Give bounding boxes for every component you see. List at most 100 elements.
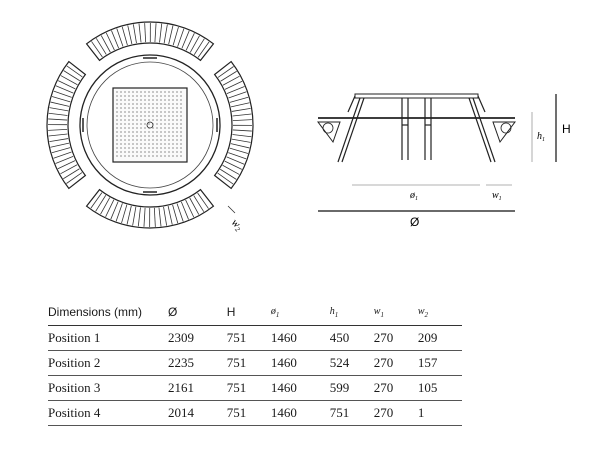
bench-slat bbox=[50, 142, 70, 148]
bench-slat bbox=[48, 112, 68, 116]
perforation-dot bbox=[128, 139, 130, 141]
perforation-dot bbox=[160, 107, 162, 109]
perforation-dot bbox=[128, 95, 130, 97]
table-cell: 105 bbox=[417, 375, 462, 401]
perforation-dot bbox=[180, 151, 182, 153]
perforation-dot bbox=[140, 151, 142, 153]
perforation-dot bbox=[152, 135, 154, 137]
table-cell: 751 bbox=[226, 350, 271, 376]
table-cell: 2309 bbox=[168, 325, 227, 351]
table-cell: 450 bbox=[329, 325, 374, 351]
perforation-dot bbox=[164, 127, 166, 129]
perforation-dot bbox=[148, 131, 150, 133]
perforation-dot bbox=[132, 119, 134, 121]
perforation-dot bbox=[180, 143, 182, 145]
perforation-dot bbox=[144, 135, 146, 137]
perforation-dot bbox=[148, 155, 150, 157]
bench-slat bbox=[154, 23, 157, 43]
perforation-dot bbox=[164, 115, 166, 117]
perforation-dot bbox=[176, 131, 178, 133]
perforation-dot bbox=[164, 99, 166, 101]
perforation-dot bbox=[164, 119, 166, 121]
perforation-dot bbox=[116, 155, 118, 157]
perforation-dot bbox=[132, 155, 134, 157]
perforation-dot bbox=[152, 131, 154, 133]
header-h1: h1 bbox=[329, 303, 374, 326]
bench-slat bbox=[100, 35, 111, 53]
perforation-dot bbox=[128, 135, 130, 137]
bench-slat bbox=[51, 147, 71, 154]
perforation-dot bbox=[172, 155, 174, 157]
perforation-dot bbox=[172, 131, 174, 133]
bench-slat bbox=[226, 86, 245, 95]
bench-slat bbox=[230, 102, 250, 108]
perforation-dot bbox=[148, 115, 150, 117]
bench-slat bbox=[231, 107, 251, 112]
perforation-dot bbox=[152, 99, 154, 101]
perforation-dot bbox=[148, 95, 150, 97]
bench-slat bbox=[121, 26, 128, 46]
perforation-dot bbox=[164, 143, 166, 145]
perforation-dot bbox=[140, 155, 142, 157]
bench-slat bbox=[57, 80, 76, 90]
h1-label: h1 bbox=[537, 131, 545, 143]
perforation-dot bbox=[120, 123, 122, 125]
perforation-dot bbox=[148, 139, 150, 141]
perforation-dot bbox=[120, 103, 122, 105]
perforation-dot bbox=[176, 123, 178, 125]
perforation-dot bbox=[140, 123, 142, 125]
perforation-dot bbox=[160, 115, 162, 117]
perforation-dot bbox=[132, 131, 134, 133]
perforation-dot bbox=[180, 99, 182, 101]
perforation-dot bbox=[132, 107, 134, 109]
perforation-dot bbox=[116, 111, 118, 113]
bench-slat bbox=[126, 205, 132, 225]
perforation-dot bbox=[156, 147, 158, 149]
top-view-drawing: w2 bbox=[46, 21, 254, 234]
header-height: H bbox=[226, 303, 271, 326]
bench-slat bbox=[185, 199, 195, 218]
perforation-dot bbox=[144, 107, 146, 109]
perforation-dot bbox=[152, 107, 154, 109]
perforation-dot bbox=[180, 107, 182, 109]
table-cell: 751 bbox=[226, 325, 271, 351]
perforation-dot bbox=[140, 143, 142, 145]
perforation-dot bbox=[120, 139, 122, 141]
bench-slat bbox=[49, 107, 69, 112]
perforation-dot bbox=[136, 155, 138, 157]
bench-slat bbox=[232, 119, 252, 122]
table-cell: 1460 bbox=[270, 400, 330, 426]
perforation-dot bbox=[156, 123, 158, 125]
perforation-dot bbox=[156, 151, 158, 153]
perforation-dot bbox=[156, 139, 158, 141]
perforation-dot bbox=[180, 95, 182, 97]
perforation-dot bbox=[164, 147, 166, 149]
perforation-dot bbox=[164, 139, 166, 141]
left-end-bracket bbox=[317, 121, 341, 144]
perforation-dot bbox=[168, 111, 170, 113]
bench-slat bbox=[137, 207, 141, 227]
perforation-dot bbox=[148, 119, 150, 121]
perforation-dot bbox=[132, 115, 134, 117]
perforation-dot bbox=[136, 131, 138, 133]
perforation-dot bbox=[176, 103, 178, 105]
perforation-dot bbox=[172, 99, 174, 101]
perforation-dot bbox=[156, 131, 158, 133]
perforation-dot bbox=[132, 127, 134, 129]
bench-slat bbox=[110, 201, 119, 220]
perforation-dot bbox=[148, 103, 150, 105]
perforation-dot bbox=[152, 139, 154, 141]
bench-segments bbox=[46, 21, 254, 229]
bench-slat bbox=[217, 172, 234, 185]
bench-slat bbox=[57, 160, 76, 170]
bench-slat bbox=[95, 195, 107, 212]
perforation-dot bbox=[176, 119, 178, 121]
perforation-dot bbox=[144, 143, 146, 145]
perforation-dot bbox=[116, 151, 118, 153]
bench-slat bbox=[180, 201, 189, 220]
perforation-dot bbox=[144, 139, 146, 141]
bench-slat bbox=[232, 134, 252, 138]
perforation-dot bbox=[124, 91, 126, 93]
perforation-dot bbox=[148, 151, 150, 153]
perforation-dot bbox=[136, 103, 138, 105]
